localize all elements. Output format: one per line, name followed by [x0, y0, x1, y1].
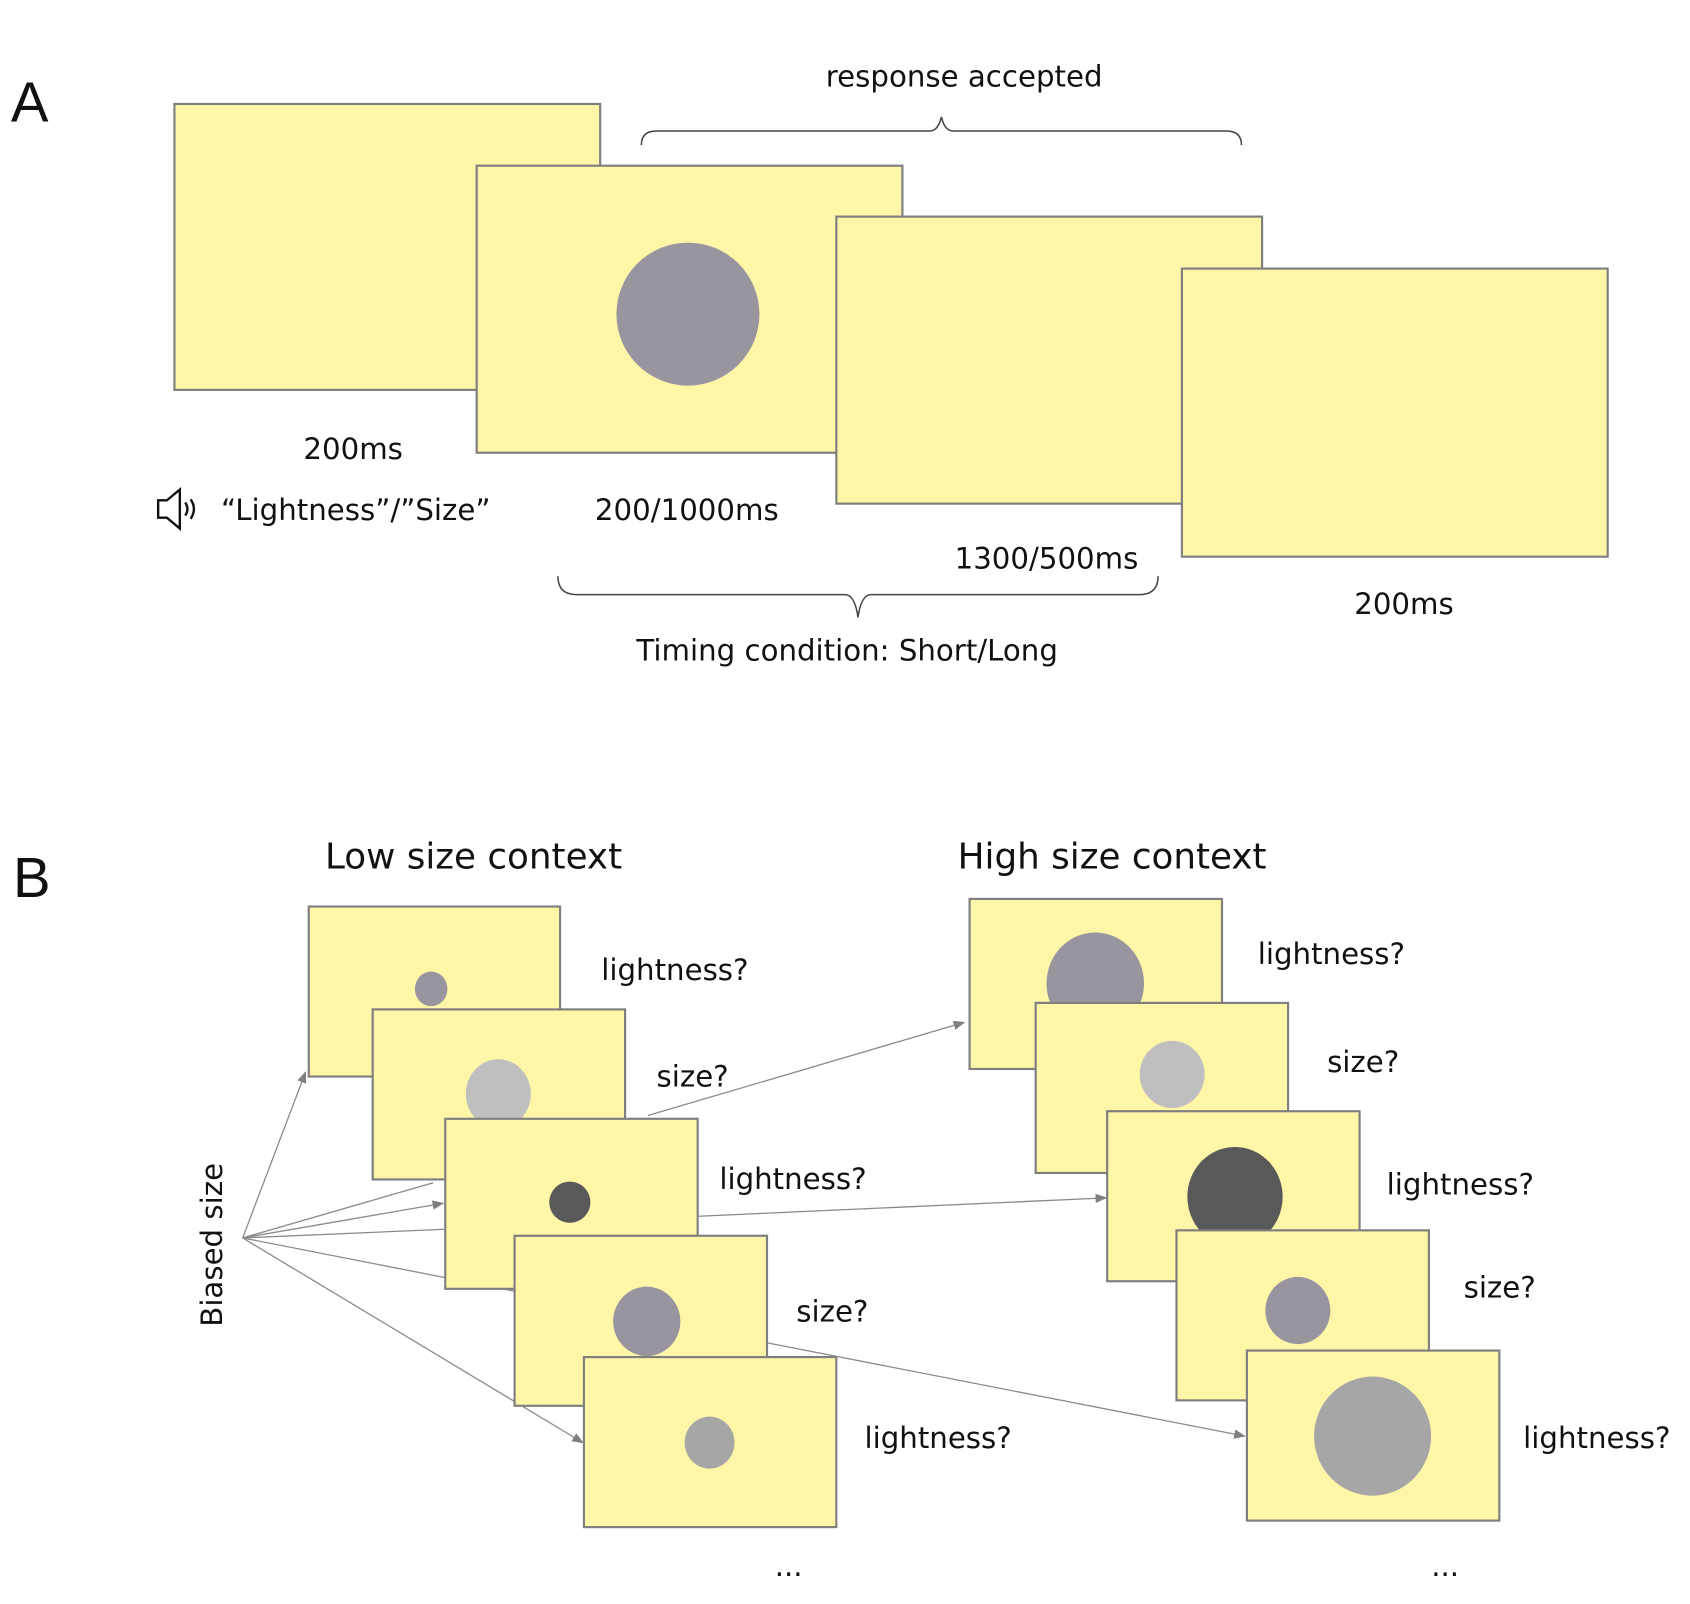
high-context-title: High size context [958, 837, 1267, 878]
stimulus-circle [465, 1059, 531, 1129]
stimulus-duration: 200/1000ms [595, 493, 779, 527]
timing-condition-label: Timing condition: Short/Long [635, 634, 1057, 668]
low-trial-5: lightness? [582, 1355, 1012, 1529]
low-context-stack: lightness? size? lightness? size? lightn [307, 905, 1012, 1583]
connector-arrow [242, 1200, 445, 1239]
stimulus-circle [549, 1181, 591, 1223]
mapping-arrow [647, 1020, 966, 1117]
panel-a-label: A [11, 70, 49, 133]
trial-question: lightness? [1258, 937, 1405, 971]
trial-question: size? [796, 1294, 868, 1328]
stimulus-circle [414, 971, 448, 1007]
connector-arrow [242, 1237, 584, 1444]
connector-arrow [242, 1071, 307, 1239]
stimulus-circle [1139, 1040, 1205, 1108]
stimulus-circle [1187, 1146, 1283, 1247]
response-accepted-label: response accepted [826, 60, 1103, 94]
mapping-arrow [698, 1193, 1108, 1217]
trial-question: size? [657, 1059, 729, 1093]
trial-question: lightness? [1387, 1168, 1534, 1202]
connector-line [242, 1182, 434, 1239]
trial-question: size? [1464, 1270, 1536, 1304]
trial-question: lightness? [719, 1162, 866, 1196]
panel-a: A response accepted 200ms “Lightness”/”S… [11, 60, 1609, 668]
stimulus-circle [616, 242, 760, 386]
iti-frame [1180, 267, 1609, 558]
trial-question: size? [1327, 1045, 1399, 1079]
stimulus-circle [684, 1416, 735, 1469]
response-brace [640, 116, 1243, 146]
trial-question: lightness? [601, 953, 748, 987]
trial-question: lightness? [865, 1421, 1012, 1455]
panel-b-label: B [13, 846, 51, 909]
stimulus-circle [1265, 1276, 1331, 1345]
iti-duration: 200ms [1354, 587, 1454, 621]
panel-b: B Low size context High size context Bia… [13, 837, 1670, 1583]
stimulus-circle [1314, 1376, 1432, 1496]
timing-brace [557, 576, 1159, 618]
low-context-ellipsis: ... [775, 1549, 803, 1583]
biased-size-label: Biased size [195, 1163, 229, 1327]
high-trial-5: lightness? [1245, 1349, 1670, 1522]
blank-duration: 1300/500ms [955, 542, 1139, 576]
mapping-arrow [767, 1342, 1246, 1439]
low-context-title: Low size context [325, 837, 622, 878]
trial-question: lightness? [1523, 1421, 1670, 1455]
context-mapping-arrows [647, 1020, 1246, 1439]
auditory-cue-label: “Lightness”/”Size” [221, 493, 491, 527]
connector-line [242, 1228, 446, 1239]
biased-size-connectors [242, 1071, 584, 1444]
stimulus-circle [613, 1286, 681, 1356]
speaker-icon [156, 486, 196, 532]
high-context-stack: lightness? size? lightness? size? lightn [968, 897, 1670, 1583]
fixation-duration: 200ms [303, 432, 403, 466]
high-context-ellipsis: ... [1431, 1549, 1459, 1583]
